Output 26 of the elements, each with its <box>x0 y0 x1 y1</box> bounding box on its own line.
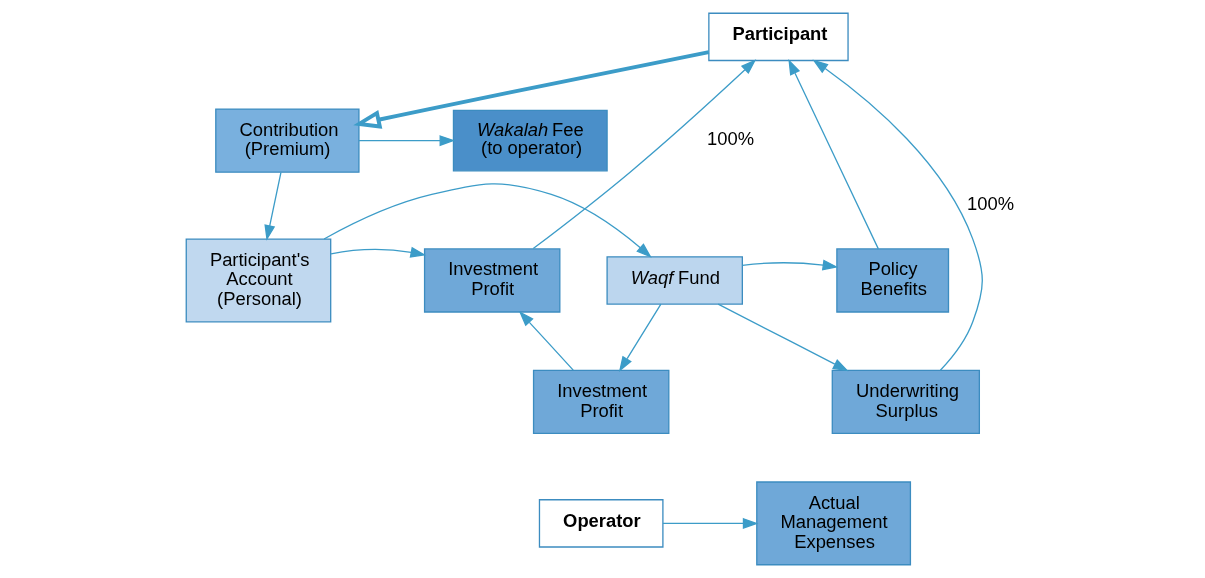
node-box: Investment Profit <box>532 369 670 435</box>
arrow <box>788 59 879 250</box>
node-box: Participant <box>708 12 849 62</box>
arrow <box>662 517 759 529</box>
node-box: Actual Management Expenses <box>756 481 912 566</box>
arrow <box>717 303 849 372</box>
arrow <box>532 59 757 250</box>
node-box: Investment Profit <box>423 248 561 313</box>
arrow <box>741 259 839 271</box>
edge-label: 100% <box>707 128 755 150</box>
arrow <box>264 171 282 241</box>
arrow <box>353 50 710 129</box>
node-box: Policy Benefits <box>836 248 950 313</box>
arrow <box>518 310 574 371</box>
arrow <box>330 246 427 258</box>
node-box: Contribution (Premium) <box>215 108 360 173</box>
node-box: Participant's Account (Personal) <box>185 238 332 323</box>
edge-label: 100% <box>967 193 1015 215</box>
arrow <box>812 59 983 371</box>
arrow <box>358 135 456 147</box>
node-box: Underwriting Surplus <box>831 369 980 435</box>
node-box: Waqf Fund <box>606 256 743 305</box>
node-box: Operator <box>538 499 664 548</box>
arrow <box>618 303 662 372</box>
node-box: Wakalah Fee (to operator) <box>452 109 608 172</box>
arrow <box>323 183 652 258</box>
